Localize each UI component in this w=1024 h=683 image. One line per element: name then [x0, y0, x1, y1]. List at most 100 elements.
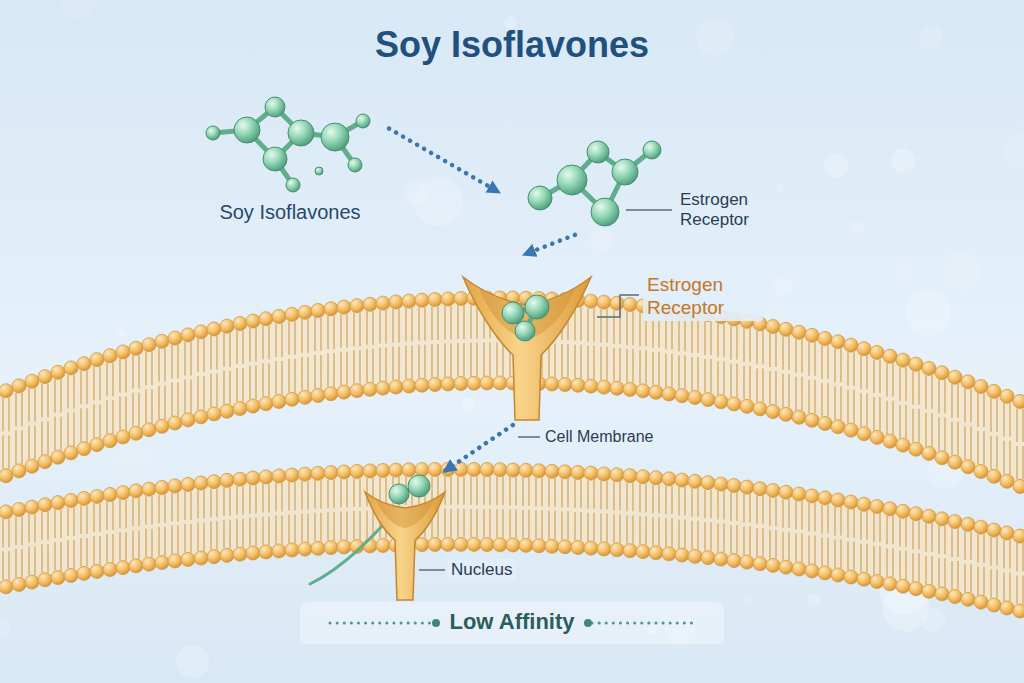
lipid-head [584, 294, 598, 308]
lipid-tail [574, 307, 575, 341]
membrane-band [0, 469, 1024, 614]
lipid-tail [834, 507, 835, 536]
lipid-head [324, 387, 338, 401]
lipid-tail [918, 521, 919, 550]
lipid-tail [756, 331, 757, 365]
lipid-tail [951, 529, 952, 558]
lipid-tail [372, 349, 373, 383]
lipid-head [116, 345, 130, 359]
lipid-tail [704, 490, 705, 519]
lipid-tail [190, 342, 191, 376]
lipid-tail [80, 371, 81, 405]
lipid-tail [229, 333, 230, 367]
lipid-tail [418, 345, 419, 379]
lipid-head [779, 485, 793, 499]
molecule-atom [643, 141, 661, 159]
lipid-tail [476, 343, 477, 377]
lipid-tail [164, 494, 165, 523]
lipid-tail [1022, 576, 1023, 605]
lipid-head [766, 405, 780, 419]
lipid-tail [2, 519, 3, 548]
lipid-head [675, 473, 689, 487]
lipid-tail [190, 491, 191, 520]
lipid-head [363, 464, 377, 478]
lipid-tail [619, 348, 620, 382]
lipid-tail [463, 509, 464, 538]
lipid-head [935, 366, 949, 380]
lipid-tail [80, 538, 81, 567]
lipid-tail [268, 484, 269, 513]
lipid-tail [327, 353, 328, 387]
lipid-tail [970, 389, 971, 423]
lipid-tail [411, 308, 412, 342]
lipid-tail [899, 551, 900, 580]
lipid-tail [8, 398, 9, 432]
lipid-tail [619, 514, 620, 543]
lipid-tail [73, 412, 74, 446]
lipid-tail [333, 316, 334, 350]
lipid-tail [613, 514, 614, 543]
lipid-tail [502, 509, 503, 538]
lipid-tail [821, 537, 822, 566]
lipid-tail [769, 334, 770, 368]
lipid-head [831, 568, 845, 582]
lipid-tail [808, 503, 809, 532]
lipid-tail [964, 389, 965, 423]
lipid-head [103, 487, 117, 501]
lipid-head [207, 407, 221, 421]
lipid-tail [255, 518, 256, 547]
molecule-atom [286, 178, 300, 192]
lipid-tail [522, 477, 523, 506]
lipid-tail [795, 377, 796, 411]
bokeh-dot [403, 182, 427, 206]
lipid-tail [678, 520, 679, 549]
lipid-tail [236, 331, 237, 365]
lipid-tail [1009, 441, 1010, 475]
lipid-head [1000, 474, 1014, 488]
node-figure: Estrogen Receptor [500, 130, 800, 235]
lipid-tail [67, 507, 68, 535]
lipid-tail [15, 516, 16, 545]
lipid-tail [431, 307, 432, 341]
node-label: Estrogen Receptor [680, 190, 790, 231]
lipid-head [987, 469, 1001, 483]
lipid-head [207, 550, 221, 564]
lipid-head [493, 538, 507, 552]
lipid-tail [925, 375, 926, 409]
lipid-head [155, 419, 169, 433]
lipid-tail [86, 408, 87, 442]
lipid-tail [567, 479, 568, 508]
lipid-tail [912, 371, 913, 405]
lipid-head [779, 560, 793, 574]
lipid-tail [964, 426, 965, 460]
lipid-tail [502, 342, 503, 376]
lipid-tail [554, 511, 555, 540]
lipid-head [883, 502, 897, 516]
lipid-head [454, 376, 468, 390]
molecule-atom [265, 97, 285, 117]
lipid-tail [223, 371, 224, 405]
lipid-tail [866, 511, 867, 540]
lipid-tail [613, 482, 614, 511]
node-figure: Nucleus [355, 472, 525, 607]
lipid-head [194, 410, 208, 424]
lipid-head [896, 353, 910, 367]
lipid-tail [294, 321, 295, 355]
lipid-tail [158, 348, 159, 382]
lipid-head [688, 391, 702, 405]
lipid-head [402, 379, 416, 393]
lipid-head [402, 463, 416, 477]
lipid-tail [1003, 441, 1004, 475]
lipid-head [688, 549, 702, 563]
free-label: Cell Membrane [545, 427, 653, 446]
lipid-tail [255, 485, 256, 514]
lipid-tail [307, 514, 308, 543]
dotted-arrow [389, 129, 500, 193]
lipid-tail [827, 383, 828, 417]
lipid-head [103, 562, 117, 576]
lipid-tail [372, 311, 373, 345]
lipid-tail [580, 307, 581, 341]
lipid-head [441, 377, 455, 391]
lipid-tail [158, 527, 159, 556]
lipid-head [870, 430, 884, 444]
